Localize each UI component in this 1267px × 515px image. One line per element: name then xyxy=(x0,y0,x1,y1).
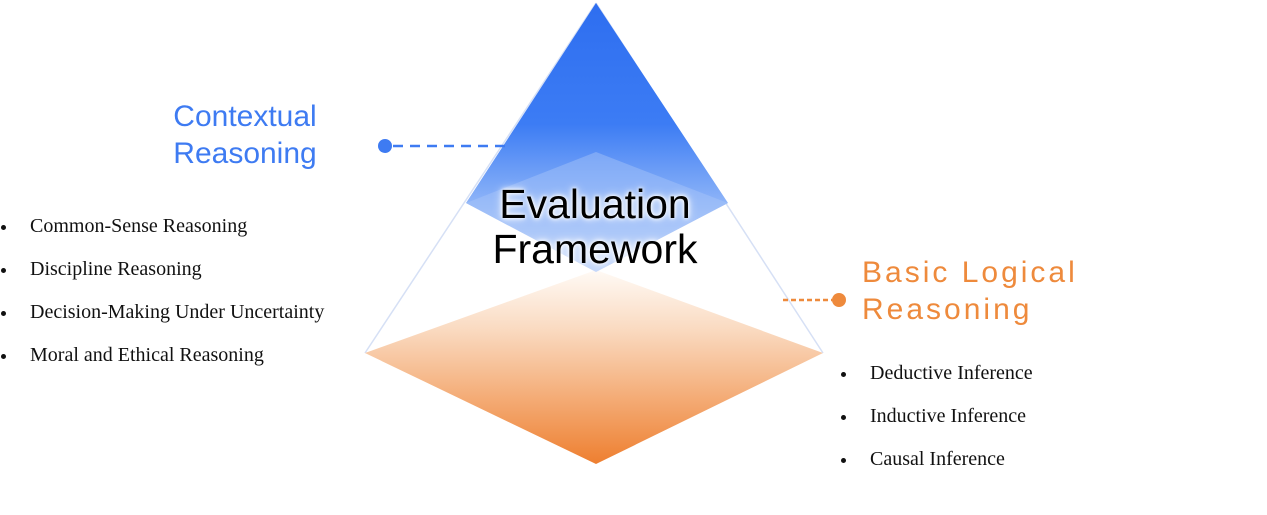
list-item: Common-Sense Reasoning xyxy=(0,205,324,248)
list-item: Deductive Inference xyxy=(840,352,1033,395)
logical-heading-line1: Basic Logical xyxy=(862,256,1078,289)
basic-logical-reasoning-heading: Basic Logical Reasoning xyxy=(862,254,1078,328)
contextual-reasoning-heading: Contextual Reasoning xyxy=(150,98,340,172)
list-item: Causal Inference xyxy=(840,438,1033,481)
list-item: Discipline Reasoning xyxy=(0,248,324,291)
pyramid-left-edge xyxy=(364,2,597,354)
contextual-connector xyxy=(378,139,505,153)
pyramid xyxy=(364,2,824,464)
logical-connector-dot xyxy=(832,293,846,307)
list-item: Moral and Ethical Reasoning xyxy=(0,334,324,377)
contextual-reasoning-list: Common-Sense Reasoning Discipline Reason… xyxy=(0,205,324,377)
contextual-heading-line2: Reasoning xyxy=(173,137,317,170)
basic-logical-reasoning-list: Deductive Inference Inductive Inference … xyxy=(840,352,1033,481)
pyramid-top-front-face xyxy=(466,152,728,272)
pyramid-top-blue xyxy=(466,3,728,272)
center-title-line2: Framework xyxy=(492,226,698,272)
logical-heading-line2: Reasoning xyxy=(862,293,1033,326)
contextual-connector-dot xyxy=(378,139,392,153)
evaluation-framework-title: Evaluation Framework xyxy=(440,182,750,272)
logical-connector xyxy=(783,293,846,307)
contextual-heading-line1: Contextual xyxy=(173,100,317,133)
center-title-line1: Evaluation xyxy=(499,181,691,227)
list-item: Inductive Inference xyxy=(840,395,1033,438)
list-item: Decision-Making Under Uncertainty xyxy=(0,291,324,334)
pyramid-base-orange xyxy=(365,270,823,464)
